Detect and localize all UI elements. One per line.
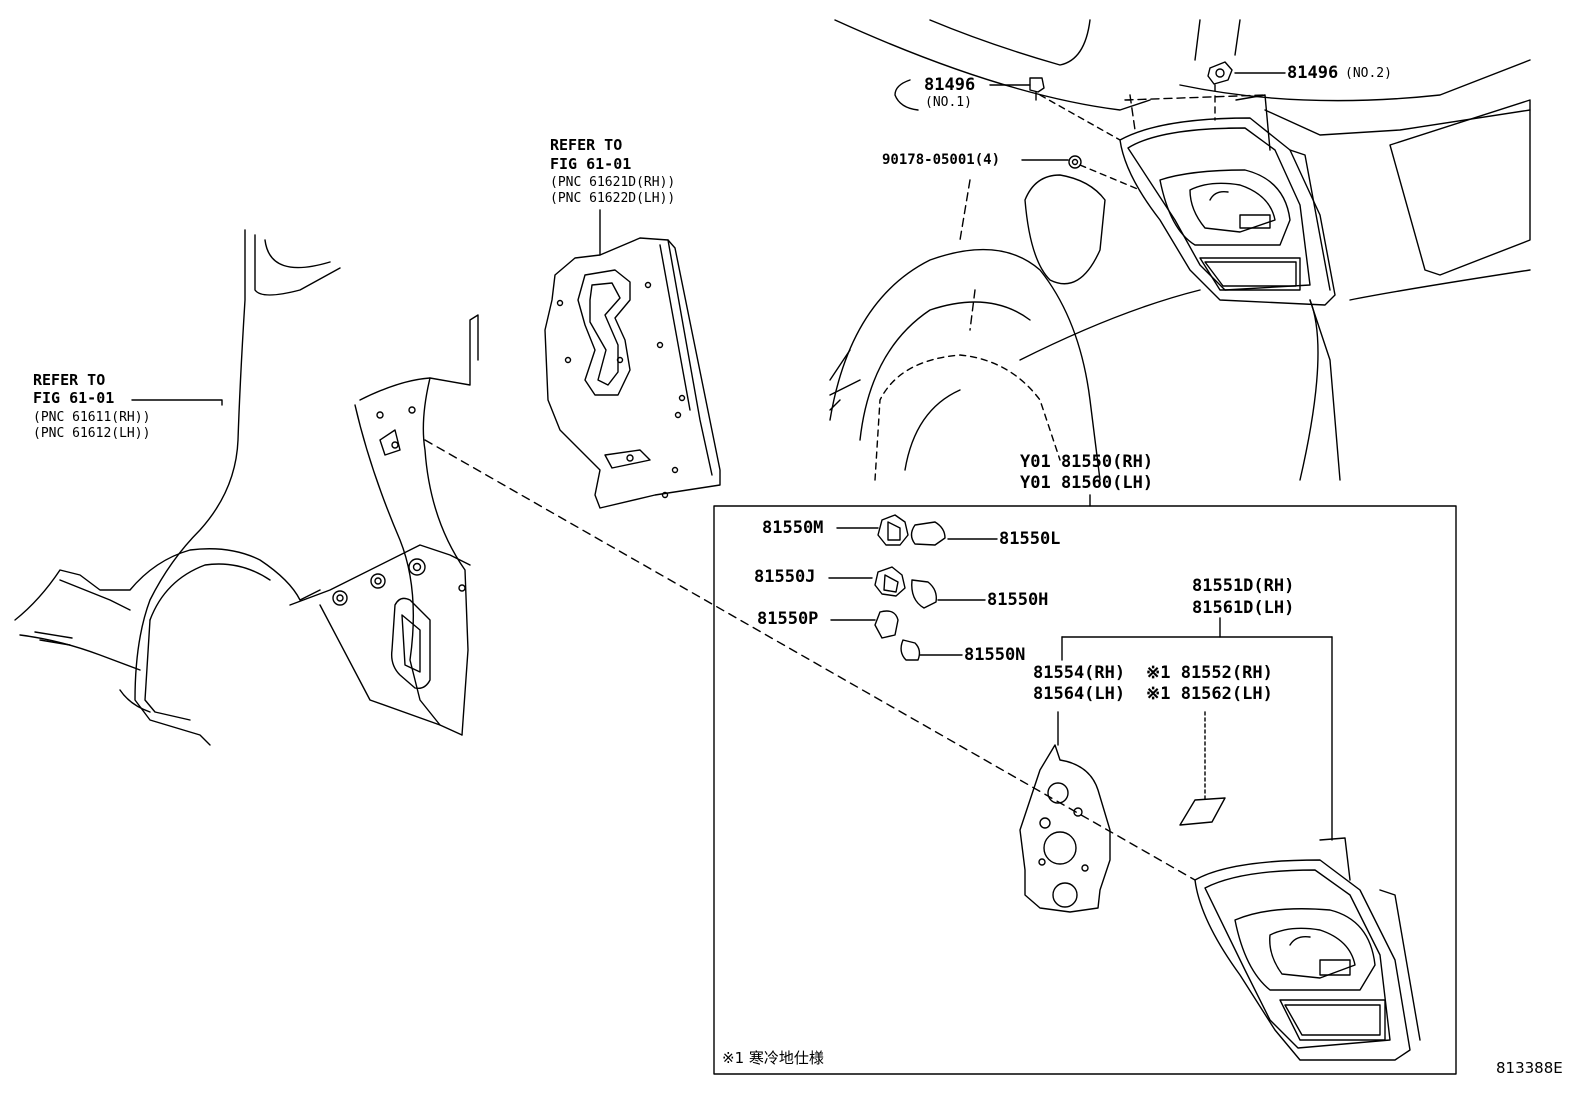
cover-drawing xyxy=(1179,797,1226,826)
part-lens-lh: 81561D(LH) xyxy=(1192,598,1295,618)
ref-quarter-line2: FIG 61-01 xyxy=(33,389,115,407)
footnote: ※1 寒冷地仕様 xyxy=(722,1049,824,1067)
part-bulb-h: 81550H xyxy=(987,590,1049,610)
lamp-assy-box xyxy=(713,505,1457,1075)
quarter-panel-drawing xyxy=(14,229,479,746)
part-bulb-n: 81550N xyxy=(964,645,1026,665)
part-lamp-assy-lh: Y01 81560(LH) xyxy=(1020,473,1154,493)
ref-inner-line2: FIG 61-01 xyxy=(550,155,632,173)
fasteners-drawing xyxy=(894,61,1233,191)
part-clip-no1: 81496 xyxy=(924,75,976,95)
ref-quarter-line3: (PNC 61611(RH)) xyxy=(33,410,151,425)
part-lamp-assy-rh: Y01 81550(RH) xyxy=(1020,452,1154,472)
ref-quarter-line4: (PNC 61612(LH)) xyxy=(33,426,151,441)
part-clip-no1-note: (NO.1) xyxy=(925,95,972,110)
part-bulb-l: 81550L xyxy=(999,529,1061,549)
sockets-bulbs-drawing xyxy=(874,514,946,661)
taillight-installed-drawing xyxy=(1119,94,1336,306)
part-clip-no2-note: (NO.2) xyxy=(1345,66,1392,81)
part-clip-no2: 81496 xyxy=(1287,63,1339,83)
inner-panel-drawing xyxy=(544,237,721,509)
part-socket-p: 81550P xyxy=(757,609,819,629)
part-gasket-rh: 81554(RH) xyxy=(1033,663,1126,683)
dashed-leader xyxy=(424,439,1196,881)
part-lens-rh: 81551D(RH) xyxy=(1192,576,1295,596)
leader-lines xyxy=(131,72,1333,841)
ref-inner-line4: (PNC 61622D(LH)) xyxy=(550,191,676,206)
ref-quarter-line1: REFER TO xyxy=(33,371,106,389)
part-socket-j: 81550J xyxy=(754,567,816,587)
vehicle-body-drawing xyxy=(829,19,1531,481)
ref-inner-line3: (PNC 61621D(RH)) xyxy=(550,175,676,190)
taillight-exploded-drawing xyxy=(1194,837,1421,1061)
part-cold-rh: ※1 81552(RH) xyxy=(1146,663,1273,683)
part-gasket-lh: 81564(LH) xyxy=(1033,684,1126,704)
part-socket-m: 81550M xyxy=(762,518,824,538)
illustration-id: 813388E xyxy=(1496,1059,1563,1077)
ref-inner-line1: REFER TO xyxy=(550,136,623,154)
gasket-drawing xyxy=(1019,711,1111,913)
part-nut: 90178-05001(4) xyxy=(882,152,1001,168)
part-cold-lh: ※1 81562(LH) xyxy=(1146,684,1273,704)
